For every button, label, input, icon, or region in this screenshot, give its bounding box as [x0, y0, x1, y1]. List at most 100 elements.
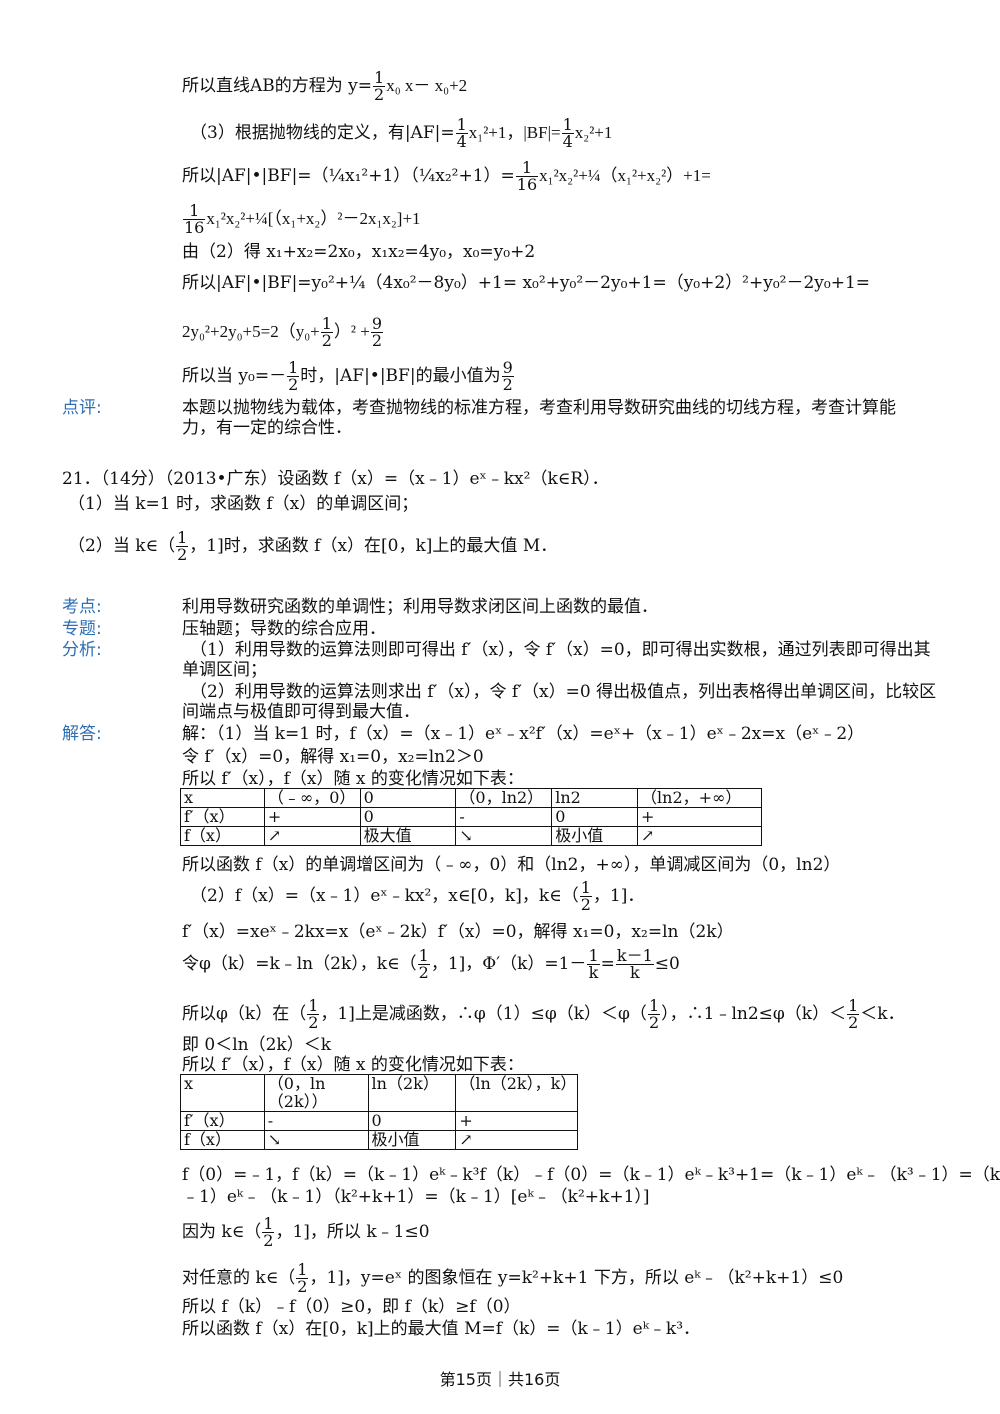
- kaodian-label: 考点:: [62, 597, 102, 617]
- table-cell: 0: [551, 807, 639, 827]
- text: x₀ x－ x₀+2: [386, 76, 468, 95]
- table-row: f（x） ↗ 极大值 ↘ 极小值 ↗: [180, 826, 762, 846]
- solution-step-11a: f（0）=﹣1，f（k）=（k﹣1）eᵏ﹣k³f（k）﹣f（0）=（k﹣1）eᵏ…: [182, 1165, 1000, 1185]
- question-part-1: （1）当 k=1 时，求函数 f（x）的单调区间；: [68, 494, 419, 514]
- question-title: 21．（14分）（2013•广东）设函数 f（x）=（x﹣1）eˣ﹣kx²（k∈…: [62, 469, 609, 489]
- review-text-1: 本题以抛物线为载体，考查抛物线的标准方程，考查利用导数研究曲线的切线方程，考查计…: [182, 398, 896, 418]
- table-row: f′（x） + 0 - 0 +: [180, 807, 762, 827]
- text: x₁²x₂²+¼（x₁²+x₂²）+1=: [539, 166, 711, 185]
- table-cell: 极大值: [359, 826, 457, 846]
- solution-step-15: 所以函数 f（x）在[0，k]上的最大值 M=f（k）=（k﹣1）eᵏ﹣k³．: [182, 1319, 701, 1339]
- solution-step-10: 所以 f′（x），f（x）随 x 的变化情况如下表：: [182, 1055, 524, 1075]
- table-cell: +: [263, 807, 361, 827]
- jieda-label: 解答:: [62, 724, 102, 744]
- text: =: [600, 954, 615, 974]
- text: （3）根据抛物线的定义，有|AF|=: [190, 123, 455, 143]
- table-cell: -: [263, 1111, 369, 1131]
- table-cell: ln2: [551, 788, 639, 808]
- table-monotonicity-2: x （0，ln（2k）） ln（2k） （ln（2k），k） f′（x） - 0…: [180, 1074, 578, 1150]
- table-monotonicity-1: x （﹣∞，0） 0 （0，ln2） ln2 （ln2，+∞） f′（x） + …: [180, 788, 762, 846]
- table-cell: 极小值: [367, 1130, 457, 1150]
- text: 对任意的 k∈（: [182, 1268, 296, 1288]
- text: ，1]．: [592, 886, 645, 906]
- table-cell: ↘: [455, 826, 553, 846]
- solution-step-2: 令 f′（x）=0，解得 x₁=0，x₂=ln2＞0: [182, 747, 484, 767]
- text: ），∴1﹣ln2≤φ（k）＜: [661, 1004, 847, 1024]
- text: （2）f（x）=（x﹣1）eˣ﹣kx²，x∈[0，k]，k∈（: [190, 886, 579, 906]
- text: 2y₀²+2y₀+5=2（y₀+: [182, 322, 320, 341]
- text: ，1]时，求函数 f（x）在[0，k]上的最大值 M．: [189, 536, 558, 556]
- table-cell: f′（x）: [180, 807, 265, 827]
- solution-step-4: 所以函数 f（x）的单调增区间为（﹣∞，0）和（ln2，+∞），单调减区间为（0…: [182, 855, 841, 875]
- page-footer: 第15页｜共16页: [439, 1370, 561, 1389]
- table-cell: （0，ln（2k））: [263, 1074, 369, 1112]
- table-cell: 0: [367, 1111, 457, 1131]
- table-cell: （0，ln2）: [455, 788, 553, 808]
- table-cell: +: [637, 807, 762, 827]
- table-cell: x: [180, 788, 265, 808]
- table-cell: ln（2k）: [367, 1074, 457, 1112]
- text: 因为 k∈（: [182, 1222, 262, 1242]
- text: 所以当 y₀=－: [182, 366, 287, 386]
- text: 所以φ（k）在（: [182, 1004, 307, 1024]
- text: ，1]，所以 k﹣1≤0: [275, 1222, 430, 1242]
- text: （2）当 k∈（: [68, 536, 176, 556]
- table-cell: x: [180, 1074, 265, 1112]
- solution-step-6: f′（x）=xeˣ﹣2kx=x（eˣ﹣2k）f′（x）=0，解得 x₁=0，x₂…: [182, 922, 734, 942]
- table-cell: f′（x）: [180, 1111, 265, 1131]
- text: x₂²+1: [574, 123, 613, 142]
- table-cell: ↗: [263, 826, 361, 846]
- table-cell: （ln2，+∞）: [637, 788, 762, 808]
- fenxi-label: 分析:: [62, 640, 102, 660]
- table-cell: f（x）: [180, 826, 265, 846]
- text: ，1]，y=eˣ 的图象恒在 y=k²+k+1 下方，所以 eᵏ﹣（k²+k+1…: [309, 1268, 844, 1288]
- fenxi-text-4: 间端点与极值即可得到最大值．: [182, 702, 420, 722]
- text: ≤0: [654, 954, 680, 974]
- review-text-2: 力，有一定的综合性．: [182, 418, 352, 438]
- text: 所以|AF|•|BF|=（¼x₁²+1）（¼x₂²+1）=: [182, 166, 515, 186]
- table-cell: ↗: [455, 1130, 578, 1150]
- text: ，1]，Φ′（k）=1－: [430, 954, 587, 974]
- table-row: f（x） ↘ 极小值 ↗: [180, 1130, 578, 1150]
- table-row: x （﹣∞，0） 0 （0，ln2） ln2 （ln2，+∞）: [180, 788, 762, 808]
- table-row: x （0，ln（2k）） ln（2k） （ln（2k），k）: [180, 1074, 578, 1112]
- solution-step-11b: ﹣1）eᵏ﹣（k﹣1）（k²+k+1）=（k﹣1）[eᵏ﹣（k²+k+1）]: [182, 1187, 650, 1207]
- solution-step-3: 所以 f′（x），f（x）随 x 的变化情况如下表：: [182, 769, 524, 789]
- table-cell: ↘: [263, 1130, 369, 1150]
- table-cell: 0: [359, 788, 457, 808]
- text: 所以直线AB的方程为 y=: [182, 76, 373, 96]
- table-cell: ↗: [637, 826, 762, 846]
- table-cell: 0: [359, 807, 457, 827]
- text: x₁²+1，|BF|=: [468, 123, 561, 142]
- table-cell: +: [455, 1111, 578, 1131]
- table-cell: f（x）: [180, 1130, 265, 1150]
